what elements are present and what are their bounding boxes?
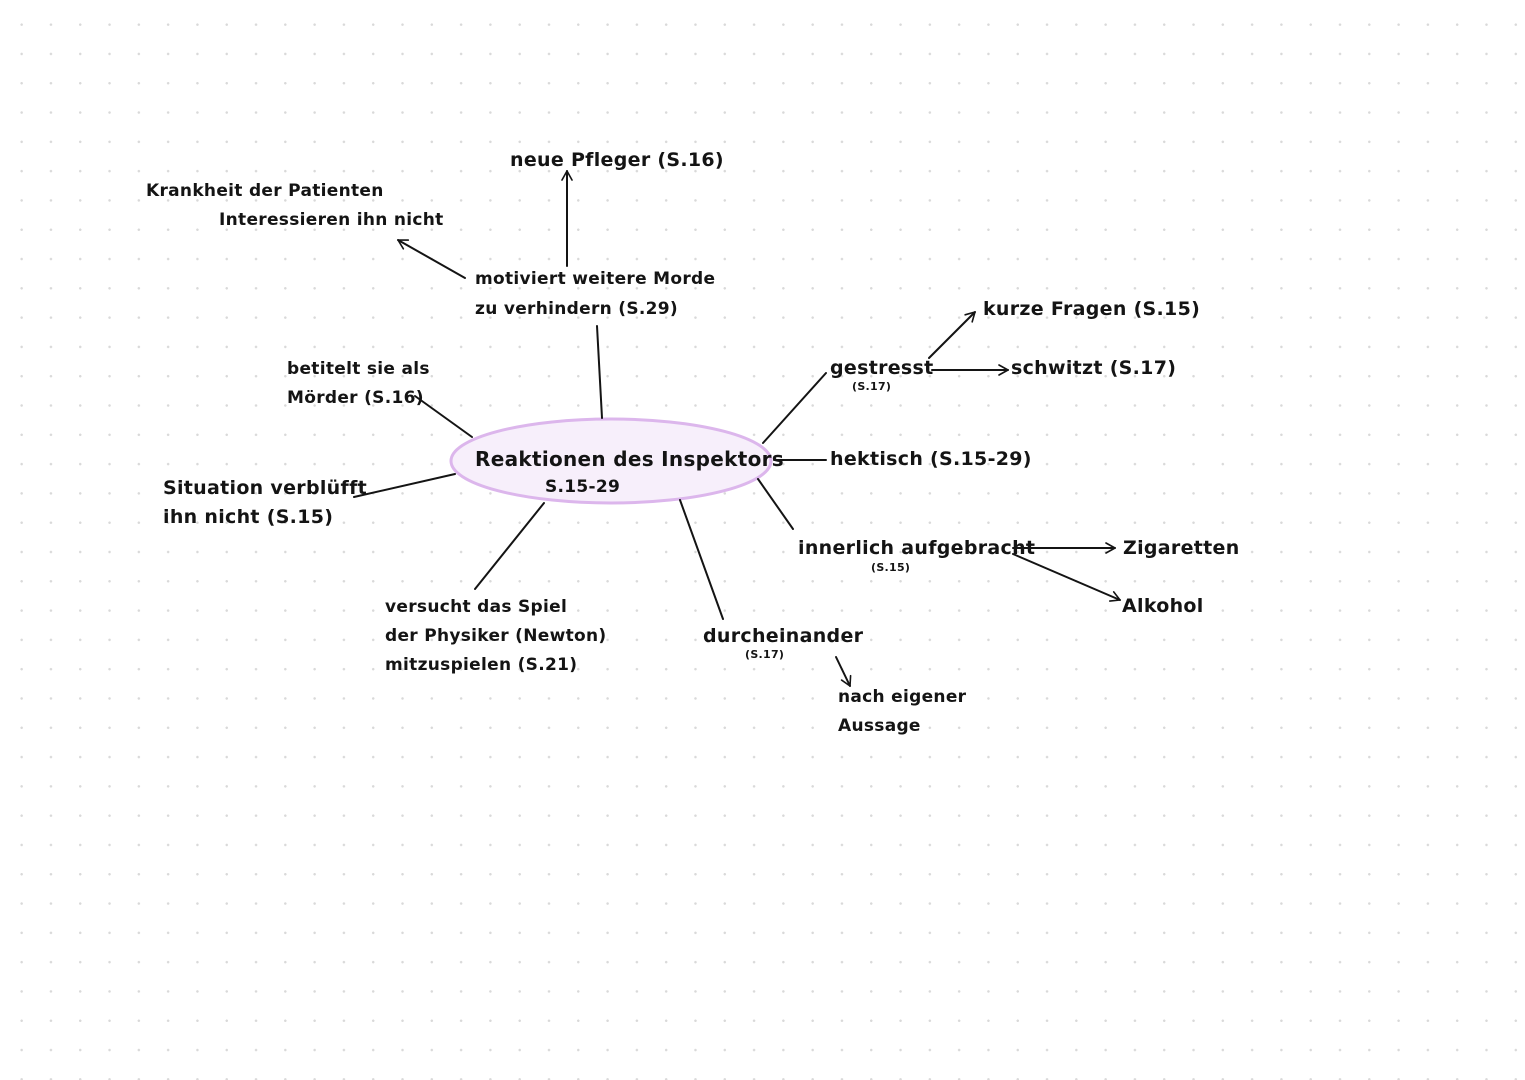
- node-nach-line1: nach eigener: [838, 687, 967, 707]
- node-motiviert-line2: zu verhindern (S.29): [475, 299, 678, 319]
- node-innerlich: innerlich aufgebracht: [798, 537, 1036, 559]
- arrow-alkohol: [1012, 553, 1121, 602]
- node-durcheinander: durcheinander: [703, 625, 864, 647]
- connector-gestresst: [762, 372, 827, 444]
- node-nach-line2: Aussage: [838, 716, 921, 736]
- node-hektisch: hektisch (S.15-29): [830, 448, 1032, 470]
- node-situation-line2: ihn nicht (S.15): [163, 506, 334, 528]
- node-gestresst: gestresst: [830, 357, 934, 379]
- connector-motiviert: [596, 325, 603, 419]
- connector-versucht: [474, 502, 545, 590]
- node-alkohol: Alkohol: [1122, 595, 1204, 617]
- node-krankheit-line1: Krankheit der Patienten: [146, 181, 384, 201]
- node-versucht-line3: mitzuspielen (S.21): [385, 655, 578, 675]
- node-versucht-line1: versucht das Spiel: [385, 597, 568, 617]
- center-title: Reaktionen des Inspektors: [475, 447, 785, 471]
- node-schwitzt: schwitzt (S.17): [1011, 357, 1177, 379]
- node-betitelt-line2: Mörder (S.16): [287, 388, 424, 408]
- arrow-kurze-fragen: [928, 311, 976, 359]
- node-kurze-fragen: kurze Fragen (S.15): [983, 298, 1201, 320]
- arrow-krankheit: [397, 239, 466, 279]
- connector-situation: [353, 473, 456, 498]
- center-pages: S.15-29: [545, 477, 621, 497]
- node-betitelt-line1: betitelt sie als: [287, 359, 430, 379]
- node-situation-line1: Situation verblüfft: [163, 477, 368, 499]
- node-zigaretten: Zigaretten: [1123, 537, 1240, 559]
- node-innerlich-ref: (S.15): [871, 561, 911, 574]
- node-versucht-line2: der Physiker (Newton): [385, 626, 607, 646]
- node-krankheit-line2: Interessieren ihn nicht: [219, 210, 444, 230]
- connector-durcheinander: [679, 499, 724, 620]
- node-motiviert-line1: motiviert weitere Morde: [475, 269, 716, 289]
- center-ellipse: [449, 417, 773, 505]
- node-durcheinander-ref: (S.17): [745, 648, 785, 661]
- arrow-nach-aussage: [835, 656, 852, 687]
- connector-betitelt: [414, 395, 473, 438]
- node-neue-pfleger: neue Pfleger (S.16): [510, 149, 724, 171]
- node-gestresst-ref: (S.17): [852, 380, 892, 393]
- connector-innerlich: [757, 478, 794, 530]
